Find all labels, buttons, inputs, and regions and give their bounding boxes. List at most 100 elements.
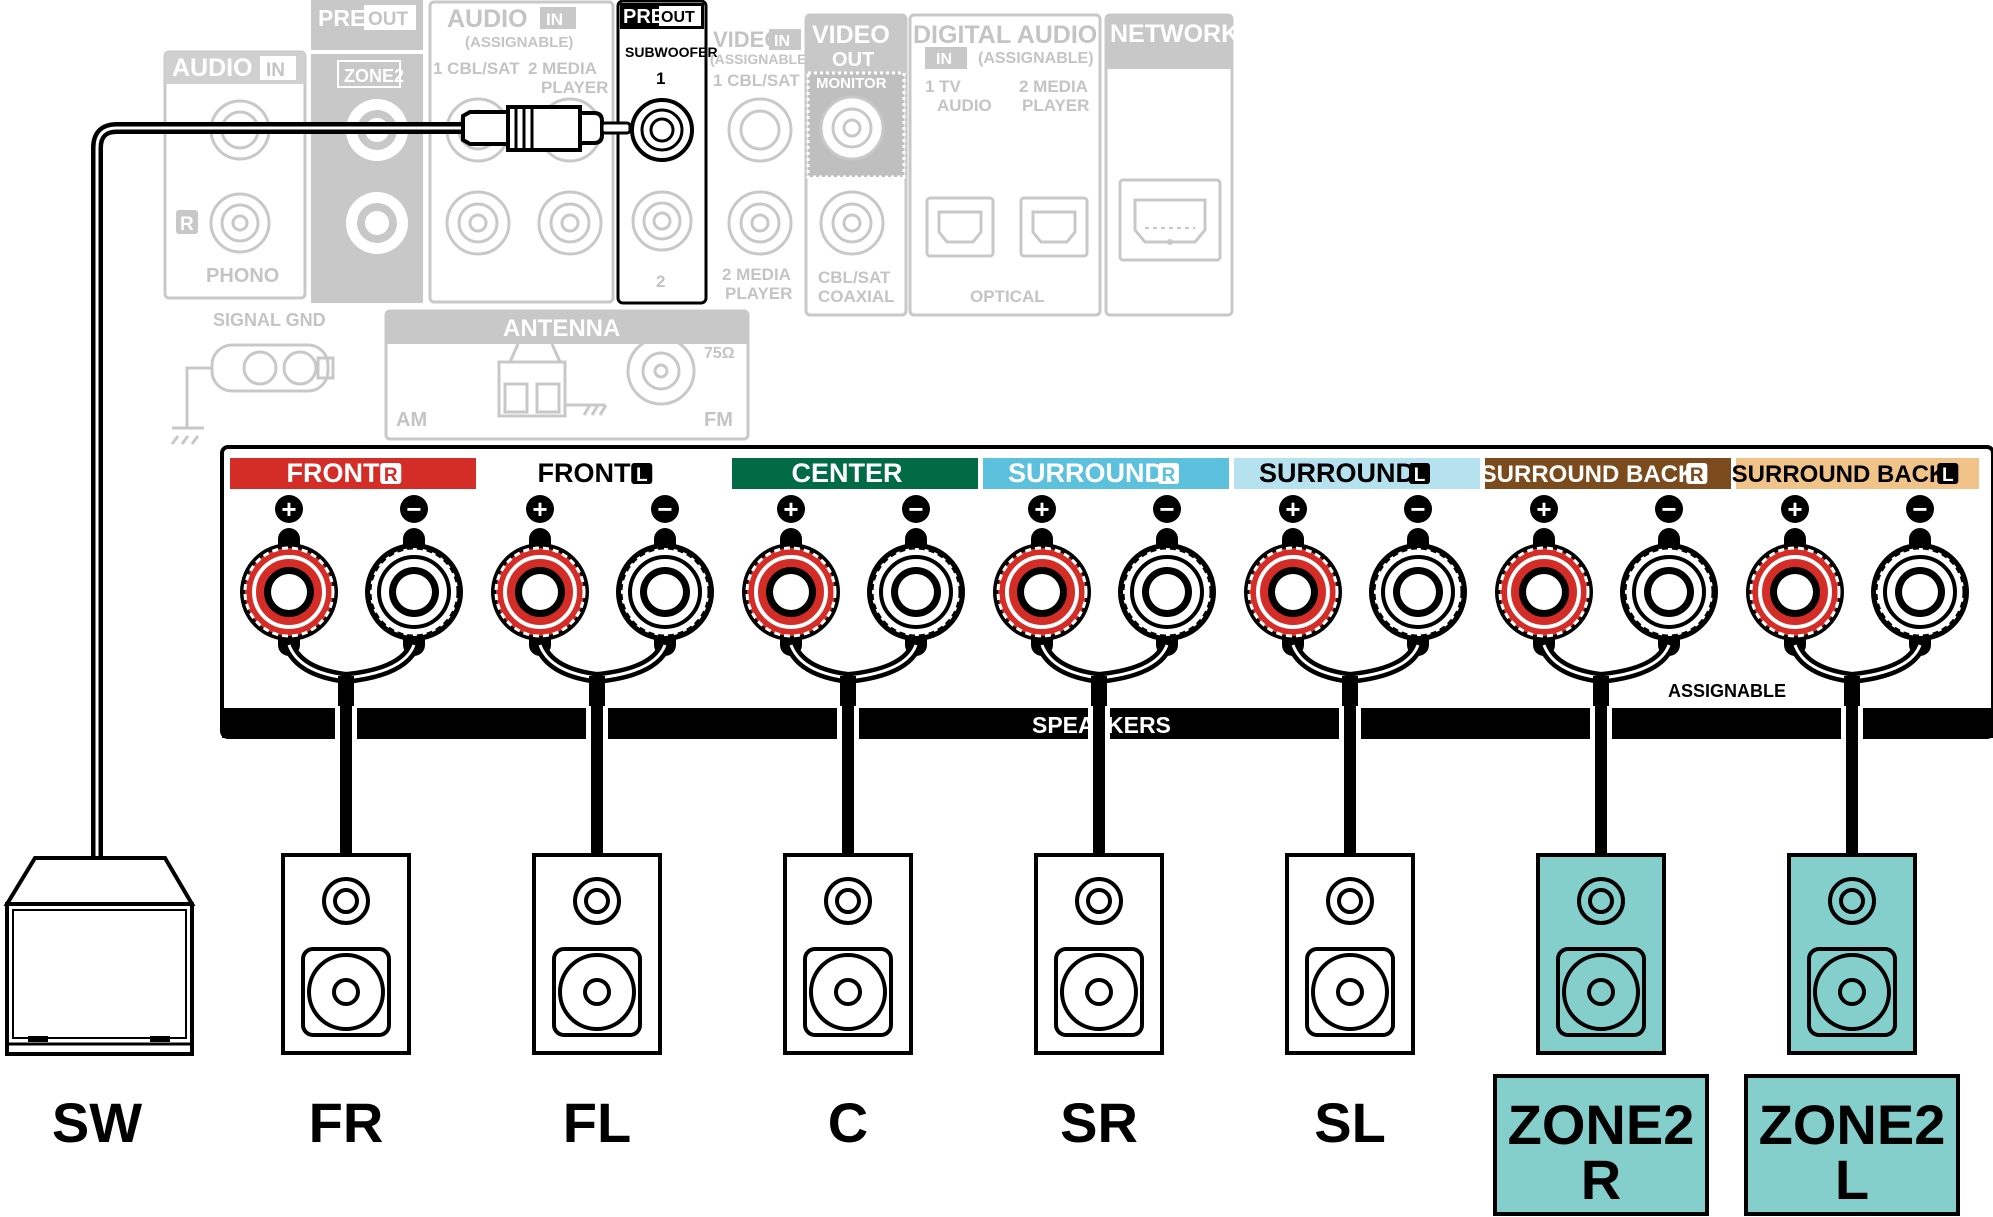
zone2-label-line1: ZONE2	[1508, 1093, 1695, 1156]
positive-terminal	[742, 528, 840, 656]
zone2-out-label: OUT	[368, 9, 409, 30]
speaker-wire	[1287, 642, 1424, 856]
speaker-wire	[785, 642, 922, 856]
speaker	[1034, 853, 1164, 1055]
audio-in-assignable-sub: (ASSIGNABLE)	[465, 34, 573, 51]
speaker	[1285, 853, 1415, 1055]
channel-side-label: R	[1162, 465, 1176, 486]
positive-terminal	[1495, 528, 1593, 656]
speaker-label: FL	[563, 1091, 631, 1154]
speaker-label: FR	[309, 1091, 384, 1154]
channel-label-band	[481, 458, 727, 489]
digital-audio-2-label: 2 MEDIA	[1019, 77, 1088, 96]
signal-gnd-label: SIGNAL GND	[213, 310, 326, 330]
minus-marker-icon	[400, 495, 428, 523]
plus-marker-icon	[1279, 495, 1307, 523]
channel-label: SURROUND BACK	[1481, 461, 1696, 488]
speaker	[532, 853, 662, 1055]
antenna-title: ANTENNA	[503, 315, 620, 342]
video-out-section: VIDEO OUT MONITOR CBL/SAT COAXIAL	[804, 13, 908, 317]
positive-terminal	[491, 528, 589, 656]
minus-marker-label: −	[1661, 494, 1676, 524]
plus-marker-label: +	[281, 494, 296, 524]
speaker-wire	[1036, 642, 1173, 856]
antenna-section: ANTENNA 75Ω AM FM	[384, 309, 750, 441]
channel-side-badge	[1158, 463, 1179, 484]
channel-side-label: L	[636, 465, 648, 486]
speaker-label: SL	[1314, 1091, 1386, 1154]
subwoofer-out-label: OUT	[661, 9, 695, 26]
channel-column-2: CENTER + −	[732, 458, 978, 856]
zone2-preout-label: ZONE2	[344, 66, 404, 86]
assignable-label: ASSIGNABLE	[1668, 681, 1786, 701]
audio-in-assignable-badge: IN	[546, 10, 563, 29]
plus-marker-icon	[1028, 495, 1056, 523]
zone2-speaker	[1787, 853, 1917, 1055]
video-in-2b-label: PLAYER	[725, 284, 792, 303]
minus-marker-label: −	[406, 494, 421, 524]
negative-terminal	[1871, 528, 1969, 656]
zone2-speaker	[1536, 853, 1666, 1055]
minus-marker-icon	[1655, 495, 1683, 523]
negative-terminal	[365, 528, 463, 656]
channel-label-band	[983, 458, 1229, 489]
minus-marker-icon	[1153, 495, 1181, 523]
negative-terminal	[1620, 528, 1718, 656]
minus-marker-icon	[1906, 495, 1934, 523]
audio-in-2b-label: PLAYER	[541, 78, 608, 97]
channel-label-band	[1234, 458, 1480, 489]
video-in-2-label: 2 MEDIA	[722, 265, 791, 284]
channel-side-label: R	[384, 465, 398, 486]
speaker-wire	[283, 642, 420, 856]
antenna-fm: FM	[704, 409, 733, 431]
rear-panel: AUDIO IN R PHONO PRE OUT ZONE2	[163, 0, 1239, 445]
video-out-monitor: MONITOR	[816, 75, 887, 92]
speakers-label-right: KERS	[1107, 712, 1171, 738]
plus-marker-label: +	[1787, 494, 1802, 524]
channel-side-label: L	[1414, 465, 1426, 486]
minus-marker-label: −	[657, 494, 672, 524]
plus-marker-label: +	[1034, 494, 1049, 524]
channel-side-badge	[380, 463, 402, 484]
subwoofer-cable	[91, 122, 508, 858]
channel-side-badge	[631, 463, 653, 484]
network-title: NETWORK	[1110, 20, 1239, 48]
channel-label: SURROUND	[1008, 458, 1164, 488]
video-in-sub: (ASSIGNABLE)	[710, 51, 811, 67]
channel-label-band	[732, 458, 978, 489]
audio-in-assignable-title: AUDIO	[447, 5, 528, 33]
digital-audio-1b-label: AUDIO	[937, 96, 992, 115]
audio-in-assignable-section: AUDIO IN (ASSIGNABLE) 1 CBL/SAT 2 MEDIA …	[428, 0, 615, 304]
channel-label: CENTER	[791, 458, 902, 488]
audio-in-left-section: AUDIO IN R PHONO	[163, 50, 307, 300]
plus-marker-label: +	[1285, 494, 1300, 524]
signal-gnd-section: SIGNAL GND	[170, 310, 335, 445]
minus-marker-label: −	[1159, 494, 1174, 524]
digital-audio-1-label: 1 TV	[925, 77, 962, 96]
channel-side-badge	[1409, 463, 1430, 484]
negative-terminal	[1118, 528, 1216, 656]
plus-marker-icon	[1530, 495, 1558, 523]
speaker-label: C	[828, 1091, 868, 1154]
plus-marker-label: +	[532, 494, 547, 524]
plus-marker-label: +	[783, 494, 798, 524]
minus-marker-icon	[651, 495, 679, 523]
minus-marker-label: −	[908, 494, 923, 524]
video-out-coax2: COAXIAL	[818, 287, 895, 306]
digital-audio-badge: IN	[936, 51, 952, 68]
phono-label: PHONO	[206, 265, 279, 287]
subwoofer-2-label: 2	[656, 272, 665, 291]
antenna-ohm: 75Ω	[704, 345, 735, 362]
digital-audio-2b-label: PLAYER	[1022, 96, 1089, 115]
video-in-1-label: 1 CBL/SAT	[713, 71, 800, 90]
speakers-label-left: SPEA	[1032, 712, 1095, 738]
subwoofer-name-label: SUBWOOFER	[625, 44, 718, 60]
video-out-title: VIDEO	[812, 21, 890, 49]
negative-terminal	[616, 528, 714, 656]
network-section: NETWORK	[1104, 13, 1239, 317]
minus-marker-label: −	[1912, 494, 1927, 524]
